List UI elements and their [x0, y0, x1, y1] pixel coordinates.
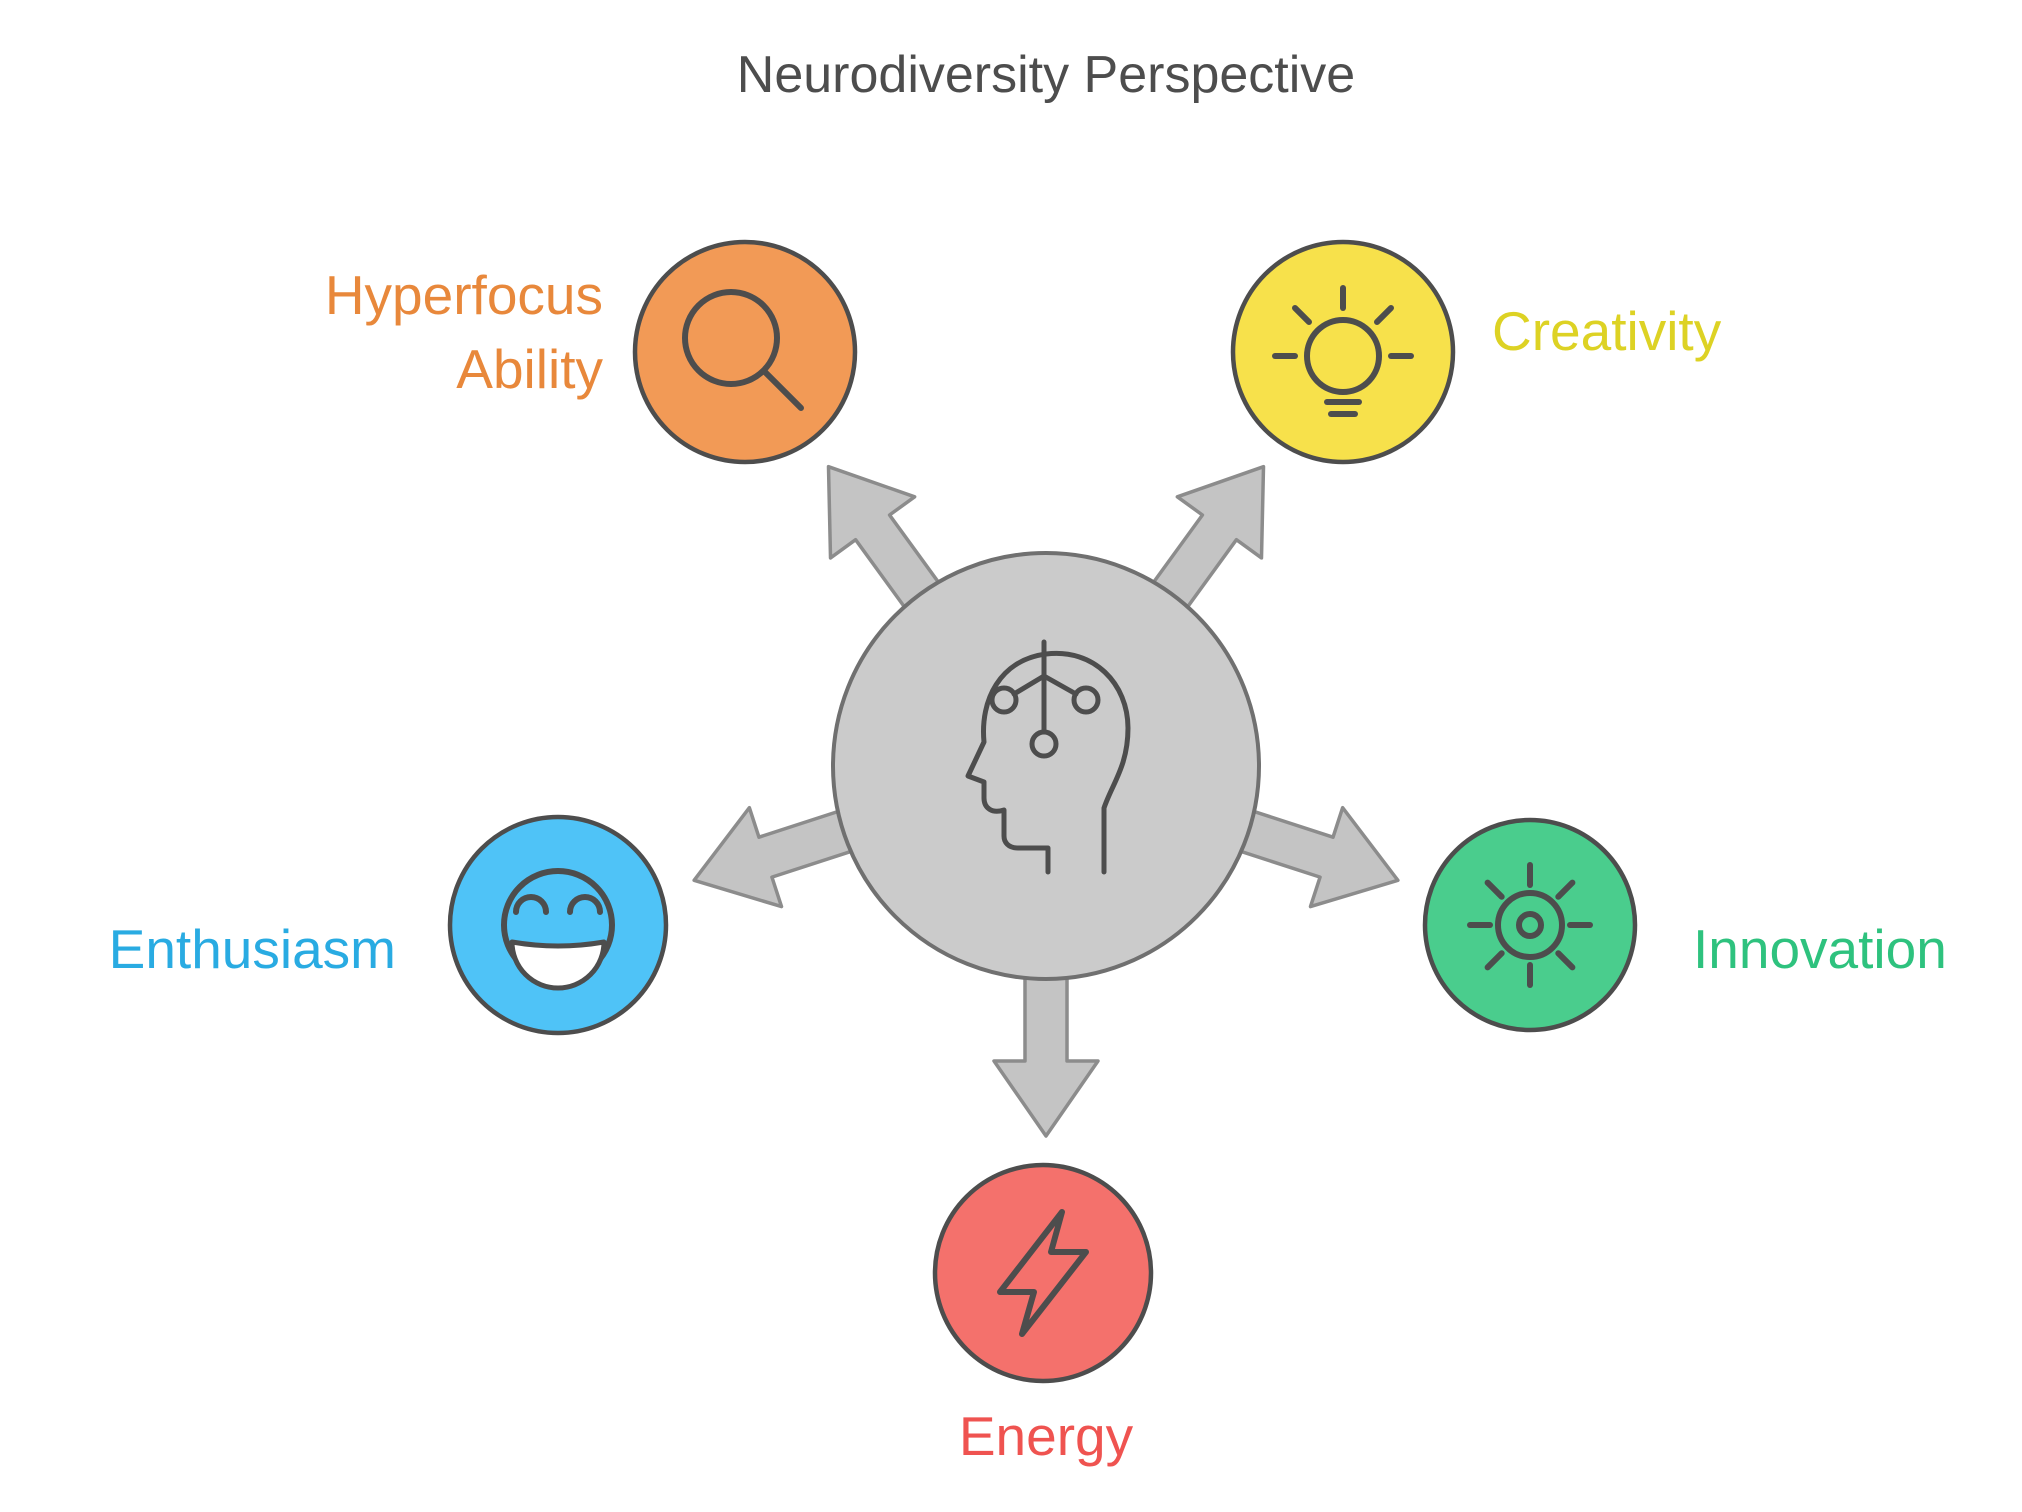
circuit-node-center	[1029, 729, 1059, 759]
bulb-globe	[1304, 317, 1382, 395]
gear-ring	[1495, 890, 1565, 960]
gear-spoke-se	[1555, 950, 1576, 971]
hyperfocus-circle	[632, 239, 858, 465]
enthusiasm-label: Enthusiasm	[109, 918, 396, 980]
head-profile-outline	[965, 650, 1131, 875]
circuit-node-right	[1071, 685, 1101, 715]
lightning-icon	[997, 1209, 1089, 1337]
smiley-eye-left	[513, 894, 549, 915]
node-innovation: Innovation	[1422, 817, 1947, 1033]
gear-hub	[1516, 911, 1544, 939]
arrow-down-icon	[992, 954, 1100, 1138]
hyperfocus-label-line1: Hyperfocus	[325, 264, 603, 326]
circuit-branch-right	[1041, 673, 1079, 697]
innovation-circle	[1422, 817, 1638, 1033]
node-hyperfocus: Hyperfocus Ability	[325, 239, 858, 465]
magnifier-icon	[682, 289, 804, 411]
smiley-eye-right	[567, 894, 603, 915]
lightning-bolt	[997, 1209, 1089, 1337]
creativity-label: Creativity	[1492, 300, 1722, 362]
central-circle	[831, 551, 1261, 981]
smiley-mouth	[509, 939, 607, 991]
diagram-title: Neurodiversity Perspective	[737, 46, 1355, 104]
central-node	[831, 551, 1261, 981]
node-creativity: Creativity	[1230, 239, 1722, 465]
enthusiasm-circle	[447, 814, 669, 1036]
gear-spoke-sw	[1484, 950, 1505, 971]
bulb-ray-up-right	[1374, 305, 1394, 325]
radiating-arrows	[692, 464, 1400, 1138]
node-enthusiasm: Enthusiasm	[109, 814, 669, 1036]
lightbulb-icon	[1272, 285, 1414, 417]
hyperfocus-label-line2: Ability	[456, 338, 603, 400]
magnifier-lens	[682, 289, 780, 387]
magnifier-handle	[761, 368, 804, 411]
gear-sun-icon	[1467, 862, 1593, 988]
creativity-circle	[1230, 239, 1456, 465]
energy-circle	[932, 1162, 1154, 1384]
energy-label: Energy	[959, 1405, 1134, 1467]
circuit-branch-left	[1011, 673, 1047, 697]
gear-spoke-ne	[1555, 879, 1576, 900]
head-circuit-icon	[965, 639, 1131, 875]
circuit-node-left	[989, 685, 1019, 715]
smiley-icon	[501, 868, 615, 991]
bulb-ray-up-left	[1292, 305, 1312, 325]
gear-spoke-nw	[1484, 879, 1505, 900]
innovation-label: Innovation	[1693, 918, 1947, 980]
node-energy: Energy	[932, 1162, 1154, 1467]
